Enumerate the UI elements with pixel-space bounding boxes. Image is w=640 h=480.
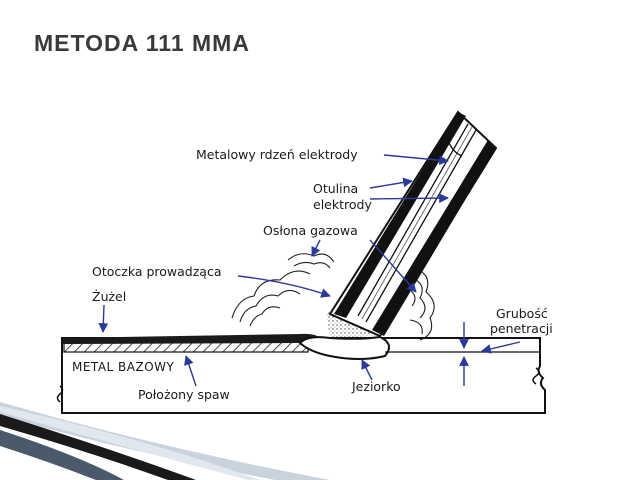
label-base-metal: METAL BAZOWY: [72, 360, 175, 374]
label-gas-shield: Osłona gazowa: [263, 223, 358, 238]
label-weld-bead: Położony spaw: [138, 387, 230, 402]
label-coating-line2: elektrody: [313, 197, 372, 212]
electrode: [328, 110, 498, 338]
label-coating-line1: Otulina: [313, 181, 358, 196]
slag-layer: [62, 333, 322, 344]
label-slag: Żużel: [92, 289, 126, 304]
weld-pool-shape: [298, 335, 390, 360]
label-penetration-line2: penetracji: [490, 321, 553, 336]
label-penetration-line1: Grubość: [496, 306, 548, 321]
label-guide-sheath: Otoczka prowadząca: [92, 264, 222, 279]
decorative-swoosh: [0, 402, 330, 480]
slide-title: METODA 111 MMA: [34, 30, 250, 56]
base-metal-block: [56, 337, 546, 414]
label-electrode-core: Metalowy rdzeń elektrody: [196, 147, 358, 162]
leader-arrows: [98, 154, 521, 387]
label-weld-pool: Jeziorko: [351, 379, 401, 394]
